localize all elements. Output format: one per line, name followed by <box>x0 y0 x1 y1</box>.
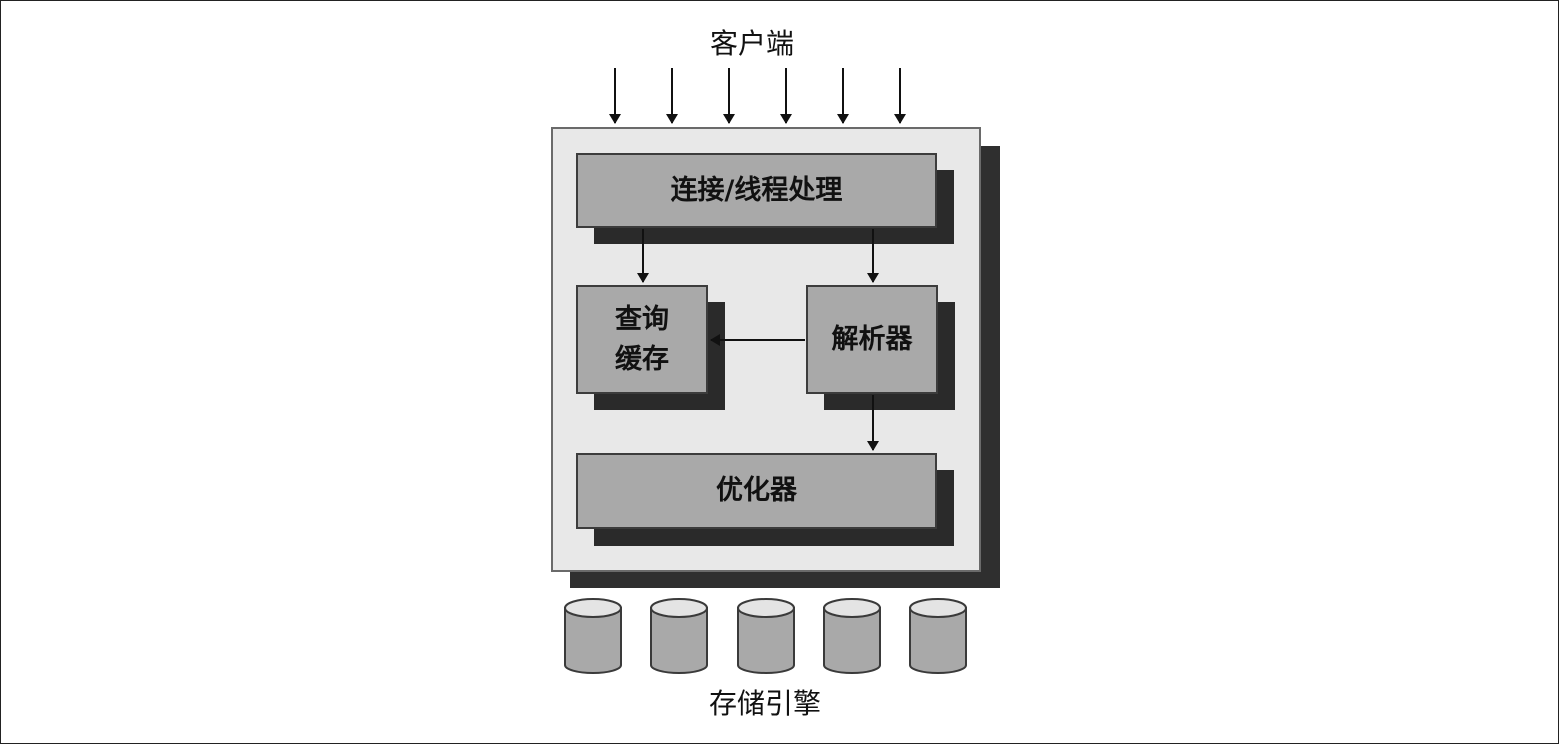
optimizer-box: 优化器 <box>576 453 937 529</box>
storage-cylinder-4 <box>823 598 881 674</box>
parser-label: 解析器 <box>831 323 913 355</box>
storage-cylinder-5 <box>909 598 967 674</box>
query-cache-label-line1: 查询 <box>615 304 669 336</box>
query-cache-label-line2: 缓存 <box>615 343 669 375</box>
connection-thread-label: 连接/线程处理 <box>670 174 843 206</box>
clients-label: 客户端 <box>709 27 794 60</box>
storage-cylinder-1 <box>564 598 622 674</box>
connection-thread-box: 连接/线程处理 <box>576 153 937 228</box>
query-cache-box: 查询 缓存 <box>576 285 708 394</box>
storage-cylinder-3 <box>737 598 795 674</box>
storage-engine-label: 存储引擎 <box>708 687 821 720</box>
optimizer-label: 优化器 <box>716 475 797 507</box>
parser-box: 解析器 <box>806 285 938 394</box>
storage-cylinder-2 <box>650 598 708 674</box>
